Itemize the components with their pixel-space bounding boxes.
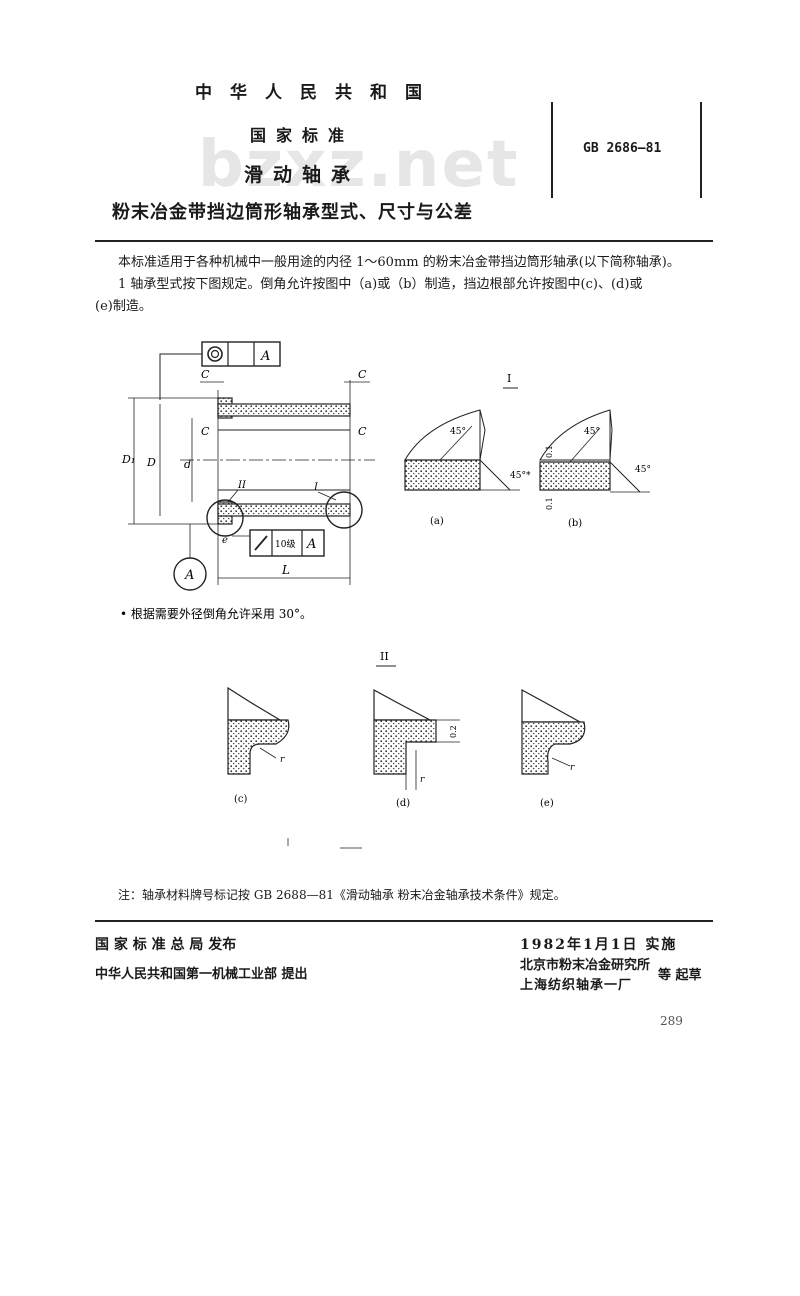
header-rule — [95, 240, 713, 242]
effective-date: 1982年1月1日 实施 — [520, 937, 678, 953]
dim-d: 0.2 — [449, 725, 458, 738]
label-c-mid-right: C — [358, 425, 367, 438]
detail-d: 0.2 r (d) — [373, 688, 460, 809]
label-e: e — [222, 535, 228, 546]
standard-number-box: GB 2686—81 — [551, 102, 702, 198]
detail-c: r (c) — [227, 686, 290, 805]
material-note: 注：轴承材料牌号标记按 GB 2688—81《滑动轴承 粉末冶金轴承技术条件》规… — [118, 888, 566, 902]
angle-a-top: 45° — [450, 427, 466, 437]
bearing-figure: A C C C C D₁ D d L e II I 10级 A — [120, 341, 651, 849]
tolerance-frame-bottom: 10级 A — [249, 529, 325, 557]
bearing-section — [180, 380, 375, 585]
label-d: d — [184, 458, 191, 471]
title-main: 滑动轴承 — [244, 164, 361, 186]
standard-type-heading: 国家标准 — [250, 126, 355, 145]
runout-icon — [254, 535, 268, 551]
caption-b: (b) — [568, 518, 582, 529]
r-label-d: r — [420, 775, 425, 785]
tolerance-frame-top: A — [201, 341, 281, 367]
detail-circle-I — [325, 491, 363, 529]
angle-b-side: 45° — [635, 465, 651, 475]
top-frame-datum: A — [260, 349, 270, 364]
title-sub: 粉末冶金带挡边筒形轴承型式、尺寸与公差 — [112, 202, 473, 223]
watermark: bzxz.net — [198, 128, 520, 202]
caption-e: (e) — [540, 798, 554, 809]
bottom-frame-datum: A — [306, 537, 316, 552]
label-L: L — [281, 563, 290, 577]
detail-circle-II — [206, 499, 244, 537]
detail-a: 45° 45°* (a) — [404, 409, 531, 527]
r-label-e: r — [570, 763, 575, 773]
footer-rule — [95, 920, 713, 922]
dim-b-bottom: 0.1 — [545, 497, 554, 510]
caption-a: (a) — [430, 516, 444, 527]
clause1-line1: 1 轴承型式按下图规定。倒角允许按图中（a)或（b）制造，挡边根部允许按图中(c… — [118, 277, 643, 292]
label-c-top-right: C — [358, 368, 367, 381]
drafter-1: 北京市粉末冶金研究所 — [520, 958, 651, 973]
angle-a-star: 45°* — [510, 471, 531, 481]
issuer: 国 家 标 准 总 局 发布 — [95, 937, 237, 953]
label-c-top-left: C — [201, 368, 210, 381]
page-number: 289 — [660, 1014, 683, 1028]
standard-number: GB 2686—81 — [583, 141, 662, 156]
label-D1: D₁ — [121, 453, 135, 466]
detail-I-title: I — [507, 372, 511, 385]
detail-b: 45° 45° 0.1 0.1 (b) — [539, 409, 651, 529]
drafter-suffix: 等 起草 — [658, 968, 702, 983]
clause1-line2: (e)制造。 — [95, 299, 152, 314]
label-detail-II: II — [237, 480, 247, 491]
caption-c: (c) — [234, 794, 248, 805]
label-D: D — [146, 456, 156, 469]
datum-label: A — [184, 568, 194, 583]
drafter-2: 上海纺织轴承一厂 — [520, 978, 633, 993]
datum-circle — [173, 557, 207, 591]
caption-d: (d) — [396, 798, 410, 809]
concentricity-icon — [207, 346, 223, 362]
label-c-mid-left: C — [201, 425, 210, 438]
bottom-frame-grade: 10级 — [275, 538, 295, 550]
angle-b-top: 45° — [584, 427, 600, 437]
dim-b-top: 0.1 — [545, 445, 554, 458]
r-label-c: r — [280, 755, 285, 765]
detail-e: r (e) — [521, 688, 586, 809]
detail-II-title: II — [380, 650, 389, 663]
label-detail-I: I — [313, 482, 319, 493]
country-heading: 中华人民共和国 — [195, 83, 440, 103]
proposer: 中华人民共和国第一机械工业部 提出 — [95, 967, 308, 982]
scope-paragraph: 本标准适用于各种机械中一般用途的内径 1～60mm 的粉末冶金带挡边筒形轴承(以… — [118, 255, 680, 270]
footnote: • 根据需要外径倒角允许采用 30°。 — [120, 606, 312, 621]
